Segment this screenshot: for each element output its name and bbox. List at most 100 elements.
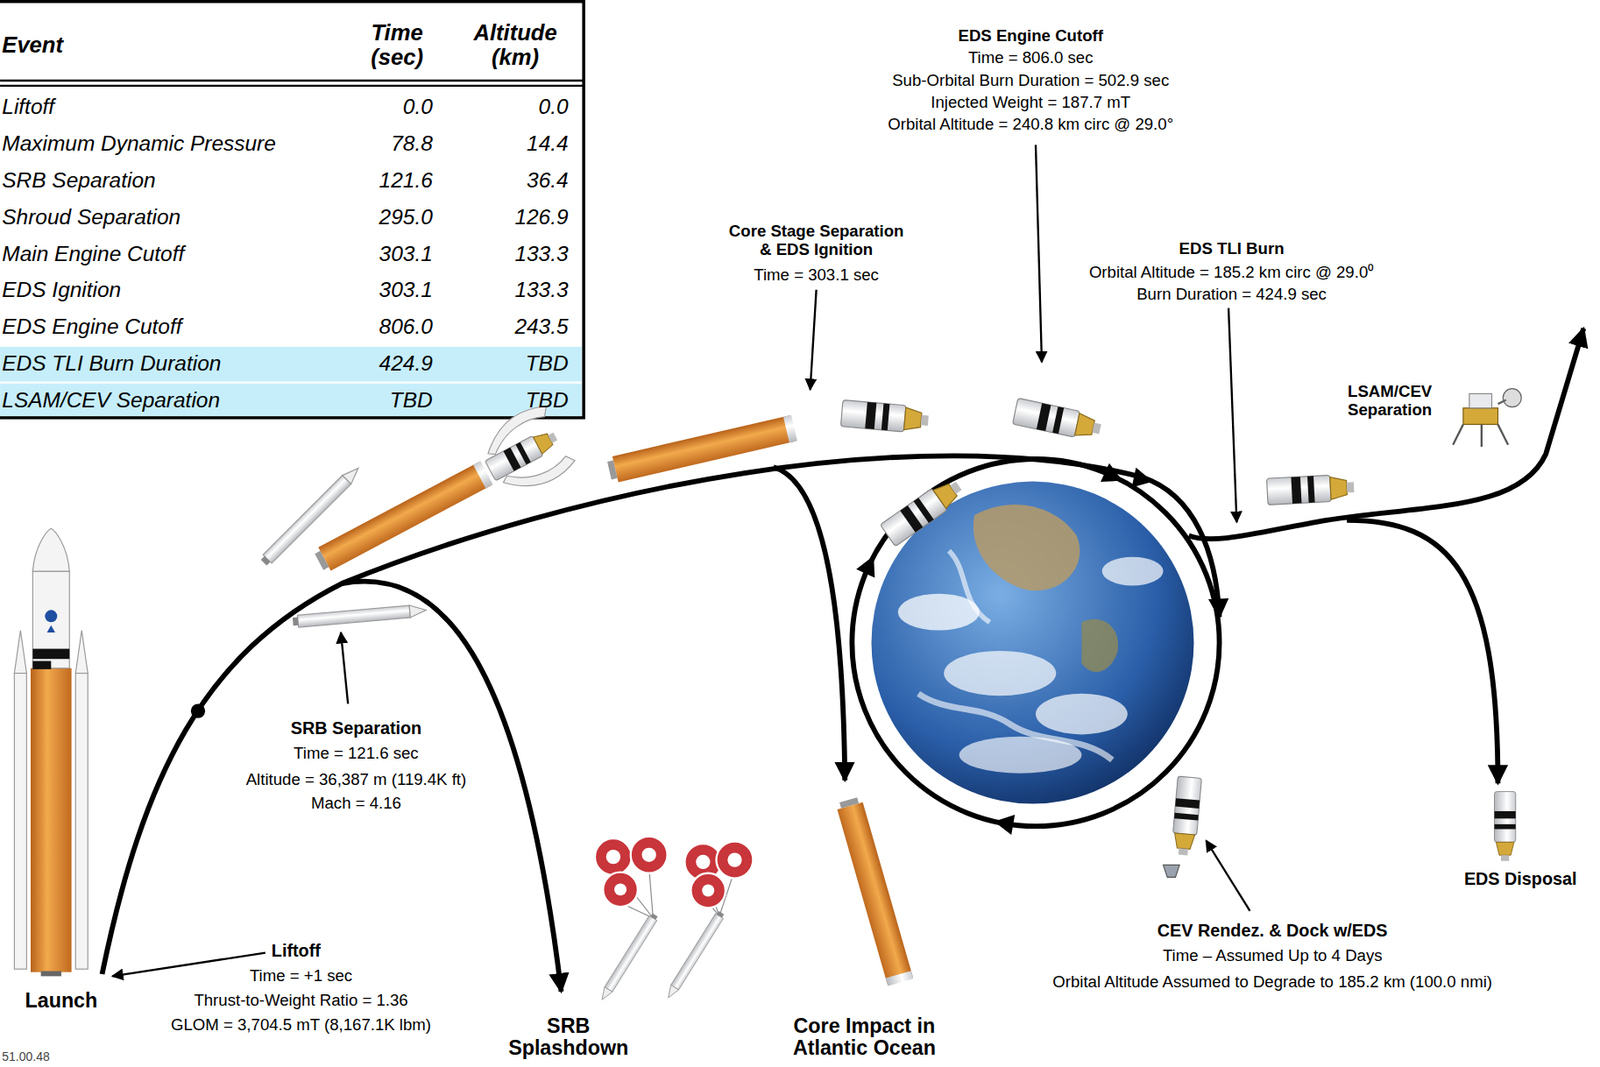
lsam-cev [1480, 424, 1483, 447]
launch-vehicle [14, 630, 27, 674]
table-cell: 303.1 [379, 278, 433, 303]
parachute-clusters [614, 883, 627, 896]
trajectory-marks [1132, 467, 1155, 492]
leader-lines [810, 290, 817, 390]
table-cell: Main Engine Cutoff [1, 242, 185, 267]
event-table [0, 346, 582, 383]
parachute-clusters [606, 848, 743, 898]
table-cell: 303.1 [379, 242, 433, 267]
callout-title: SRB Splashdown [502, 1015, 635, 1061]
callout-text: Time = 303.1 sec [753, 266, 879, 284]
lsam-cev [1497, 399, 1506, 404]
lsam-cev [1463, 408, 1499, 425]
ascending-stack [312, 460, 493, 574]
earth-globe [918, 693, 1112, 761]
earth-globe [973, 504, 1081, 591]
callout-title: EDS Disposal [1464, 870, 1578, 890]
eds-stages [1163, 864, 1181, 878]
earth-globe [943, 651, 1056, 696]
parachute-clusters [695, 855, 710, 870]
earth-globe [948, 551, 991, 624]
table-header: Time (sec) [361, 20, 433, 70]
eds-stages [1170, 776, 1202, 857]
event-table [0, 84, 584, 87]
table-header: Altitude (km) [459, 20, 572, 70]
parachute-clusters [594, 838, 632, 876]
leader-lines [112, 953, 266, 977]
table-cell: 806.0 [379, 315, 433, 340]
leader-lines [1035, 144, 1042, 362]
table-cell: LSAM/CEV Separation [1, 389, 220, 413]
lsam-cev [1452, 389, 1522, 447]
callout-text: Mach = 4.16 [311, 794, 402, 813]
leader-lines [1205, 840, 1250, 911]
earth-globe [1035, 693, 1128, 736]
orbit-ring [856, 552, 883, 579]
table-cell: 0.0 [403, 95, 433, 120]
core-stage [606, 415, 914, 987]
table-cell: 126.9 [514, 205, 568, 230]
callout-text: Burn Duration = 424.9 sec [1136, 285, 1327, 304]
launch-vehicle [47, 625, 56, 633]
launch-vehicle [30, 668, 72, 973]
earth-globe [1102, 557, 1164, 587]
orbit-ring [851, 459, 1219, 827]
lsam-cev [1502, 389, 1522, 408]
callout-text: Time = 121.6 sec [293, 744, 419, 763]
srb-separating [292, 603, 427, 628]
table-cell: TBD [389, 389, 433, 413]
parachute-clusters [606, 849, 621, 864]
callout-title: EDS TLI Burn [1179, 240, 1285, 258]
callout-text: Time = 806.0 sec [968, 49, 1094, 67]
leader-lines [1228, 308, 1237, 524]
table-cell: 295.0 [379, 205, 433, 230]
lsam-cev [1452, 389, 1522, 447]
table-cell: 243.5 [514, 315, 568, 340]
table-cell: EDS TLI Burn Duration [1, 352, 221, 376]
callout-title: SRB Separation [290, 719, 423, 739]
leader-lines [340, 632, 348, 705]
lsam-cev [1497, 424, 1508, 445]
parachute-clusters [664, 910, 726, 1001]
event-table [0, 79, 584, 82]
table-cell: EDS Ignition [1, 278, 121, 303]
trajectory-marks [191, 467, 1155, 719]
earth-globe [898, 594, 980, 631]
callout-title: CEV Rendez. & Dock w/EDS [1157, 921, 1388, 942]
parachute-clusters [649, 867, 654, 919]
callout-text: Time = +1 sec [249, 967, 353, 985]
event-table [0, 1, 584, 418]
callout-text: Orbital Altitude = 185.2 km circ @ 29.0⁰ [1089, 263, 1374, 282]
table-cell: TBD [525, 389, 569, 413]
trajectory-lines [102, 328, 1585, 992]
callout-title: Core Stage Separation & EDS Ignition [723, 222, 910, 259]
parachute-clusters [642, 848, 657, 863]
event-table [0, 1, 584, 418]
eds-stages [879, 474, 966, 547]
parachute-clusters [598, 913, 660, 1004]
launch-vehicle [75, 630, 88, 674]
callout-text: Time – Assumed Up to 4 Days [1162, 947, 1383, 965]
trajectory-lines [102, 455, 1220, 975]
callout-text: Thrust-to-Weight Ratio = 1.36 [193, 991, 408, 1010]
event-table [0, 383, 582, 417]
launch-vehicle [32, 571, 70, 669]
callout-title: Liftoff [271, 941, 321, 962]
eds-stages [1267, 474, 1355, 505]
figure-number: 51.00.48 [1, 1050, 50, 1064]
trajectory-marks [191, 703, 206, 718]
table-cell: SRB Separation [1, 169, 156, 193]
table-cell: 36.4 [526, 169, 569, 193]
table-cell: Maximum Dynamic Pressure [1, 132, 277, 156]
table-cell: 78.8 [390, 132, 433, 156]
trajectory-lines [1189, 328, 1585, 539]
table-cell: 133.3 [514, 278, 568, 303]
parachute-clusters [594, 836, 753, 1003]
lsam-cev [1469, 393, 1493, 408]
parachute-clusters [701, 884, 715, 898]
callout-title: Launch [25, 990, 99, 1013]
table-cell: Shroud Separation [1, 205, 181, 230]
eds-stages [840, 400, 929, 435]
table-cell: 424.9 [379, 352, 433, 376]
